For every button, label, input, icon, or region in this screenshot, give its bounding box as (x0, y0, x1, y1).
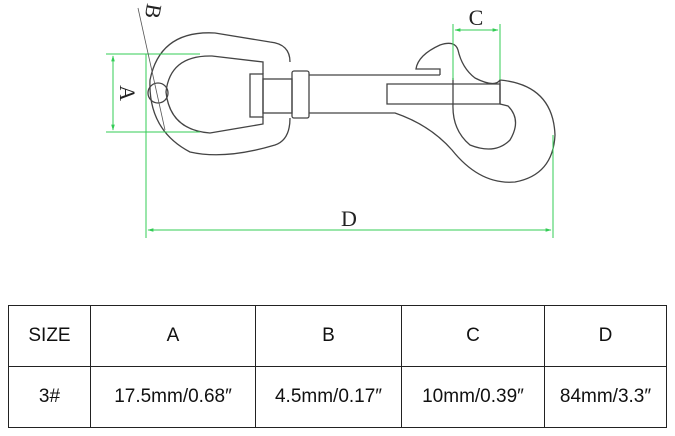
table-header-row: SIZE A B C D (8, 305, 667, 367)
latch (415, 42, 501, 85)
header-c: C (401, 305, 545, 367)
cell-d: 84mm/3.3″ (544, 366, 667, 428)
cell-c: 10mm/0.39″ (401, 366, 545, 428)
snap-hook-drawing: A B C D (106, 2, 556, 238)
label-b: B (140, 2, 167, 21)
cell-a: 17.5mm/0.68″ (90, 366, 256, 428)
table-row: 3# 17.5mm/0.68″ 4.5mm/0.17″ 10mm/0.39″ 8… (8, 366, 667, 428)
eye-inner (165, 55, 264, 134)
eye-ring (147, 82, 169, 104)
body (309, 74, 556, 183)
label-c: C (469, 5, 484, 30)
swivel-shaft (262, 78, 293, 114)
eye-outer (149, 32, 291, 156)
header-size: SIZE (8, 305, 91, 367)
label-a: A (115, 85, 140, 101)
header-b: B (255, 305, 402, 367)
cell-size: 3# (8, 366, 91, 428)
hook-outline (147, 32, 556, 183)
cell-b: 4.5mm/0.17″ (255, 366, 402, 428)
header-a: A (90, 305, 256, 367)
swivel-block (249, 73, 264, 118)
header-d: D (544, 305, 667, 367)
size-table: SIZE A B C D 3# 17.5mm/0.68″ 4.5mm/0.17″… (8, 305, 667, 428)
hook-inner (452, 103, 517, 150)
dimension-lines (106, 7, 554, 238)
gate (386, 83, 501, 105)
collar (291, 70, 310, 119)
label-d: D (341, 206, 357, 231)
